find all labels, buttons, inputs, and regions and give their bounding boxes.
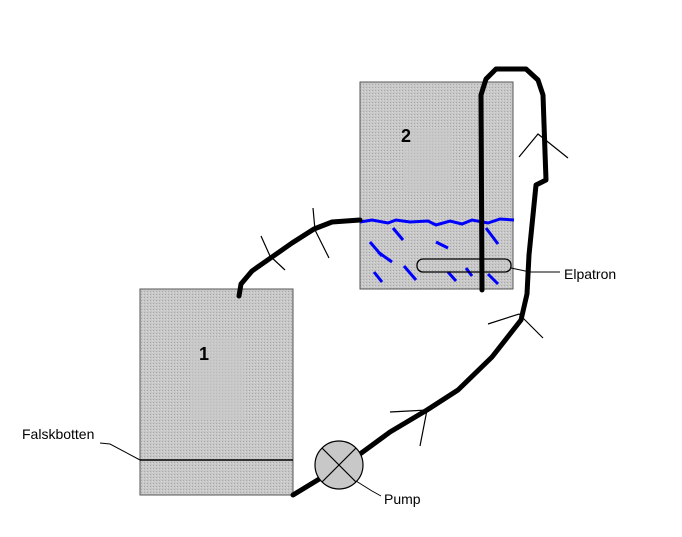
pump-leader (355, 480, 382, 497)
heater-label: Elpatron (564, 266, 616, 282)
tank-1: 1 (139, 288, 294, 496)
false-bottom-label: Falskbotten (22, 426, 94, 442)
tank-1-label: 1 (199, 344, 209, 364)
pipes (236, 66, 549, 498)
pump (314, 440, 364, 490)
heater-element (416, 258, 512, 273)
water-dashes (368, 227, 500, 286)
heater-leader (510, 267, 560, 273)
water-surface (359, 217, 515, 227)
tank-2-label: 2 (401, 126, 411, 146)
pump-label: Pump (384, 491, 421, 507)
flow-arrows (260, 133, 569, 447)
leader-lines (99, 267, 560, 497)
tank-2: 2 (359, 81, 515, 290)
pipe-pump-to-tank2 (290, 66, 549, 498)
false-bottom-leader (99, 442, 141, 461)
pipe-tank1-to-tank2 (236, 217, 363, 299)
